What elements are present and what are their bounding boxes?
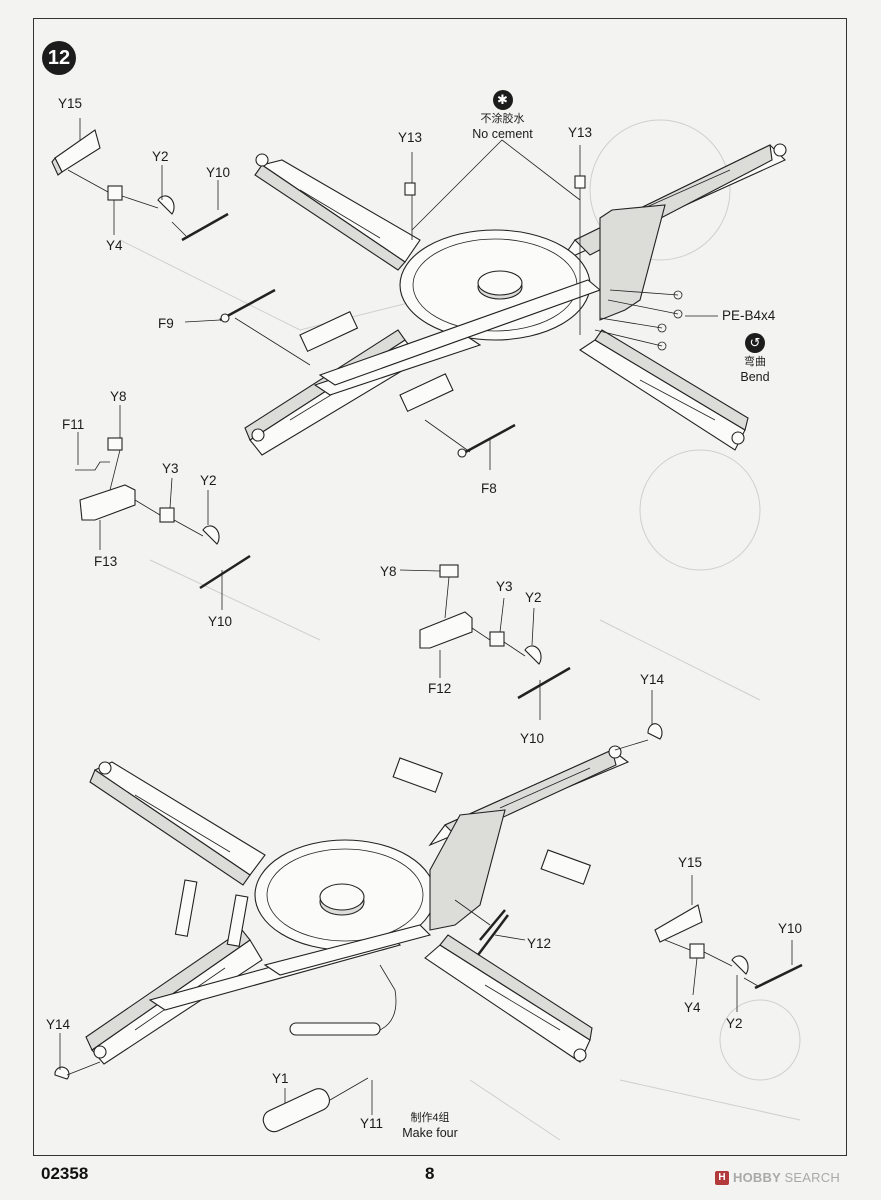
part-label-y2: Y2 xyxy=(726,1016,743,1031)
part-label-y10: Y10 xyxy=(520,731,545,746)
part-label-y2: Y2 xyxy=(200,473,217,488)
part-label-y15: Y15 xyxy=(58,96,83,111)
part-label-y12: Y12 xyxy=(527,936,552,951)
leader-lines-upper xyxy=(184,139,718,470)
make-four-en: Make four xyxy=(402,1125,458,1140)
part-label-y4: Y4 xyxy=(106,238,123,253)
no-cement-icon: ✱ xyxy=(492,90,513,110)
part-label-y14: Y14 xyxy=(640,672,665,687)
part-label-y10: Y10 xyxy=(208,614,233,629)
part-label-y13: Y13 xyxy=(568,125,593,140)
part-label-y10: Y10 xyxy=(778,921,803,936)
lower-base-assembly xyxy=(54,723,663,1080)
part-label-f12: F12 xyxy=(428,681,452,696)
part-label-y13: Y13 xyxy=(398,130,423,145)
bleed-through-ghost xyxy=(119,119,801,1141)
product-code: 02358 xyxy=(41,1164,89,1183)
parts-group-bottom-right xyxy=(654,875,803,1012)
parts-group-mid-left xyxy=(75,405,251,610)
bend-icon: ↺ xyxy=(745,333,765,353)
part-label-y10: Y10 xyxy=(206,165,231,180)
part-label-y2: Y2 xyxy=(525,590,542,605)
part-label-f8: F8 xyxy=(481,481,497,496)
bend-cn: 弯曲 xyxy=(744,356,766,368)
part-label-f9: F9 xyxy=(158,316,174,331)
part-label-y1: Y1 xyxy=(272,1071,289,1086)
watermark-text: HOBBY SEARCH xyxy=(733,1170,840,1185)
part-label-y11: Y11 xyxy=(360,1116,384,1131)
watermark-logo-icon: H xyxy=(715,1170,729,1185)
pe-clips xyxy=(657,290,683,351)
part-label-f13: F13 xyxy=(94,554,118,569)
watermark: H HOBBY SEARCH xyxy=(715,1170,840,1185)
page-number: 8 xyxy=(425,1164,435,1183)
make-four-note: 制作4组 Make four xyxy=(395,1112,465,1141)
parts-group-center xyxy=(399,564,571,720)
watermark-text-b: SEARCH xyxy=(784,1170,840,1185)
part-label-y8: Y8 xyxy=(380,564,397,579)
part-label-y2: Y2 xyxy=(152,149,169,164)
part-label-y3: Y3 xyxy=(162,461,179,476)
page-frame xyxy=(33,18,847,1156)
part-label-y15: Y15 xyxy=(678,855,703,870)
no-cement-en: No cement xyxy=(472,126,533,141)
no-cement-note: ✱ 不涂胶水 No cement xyxy=(460,90,545,142)
bend-note: ↺ 弯曲 Bend xyxy=(725,333,785,385)
part-label-y8: Y8 xyxy=(110,389,127,404)
bend-en: Bend xyxy=(740,369,770,384)
upper-base-assembly xyxy=(219,143,787,458)
part-label-pe-b4x4: PE-B4x4 xyxy=(722,308,776,323)
watermark-text-a: HOBBY xyxy=(733,1170,781,1185)
make-four-cn: 制作4组 xyxy=(410,1112,450,1124)
step-number-badge: 12 xyxy=(42,41,76,75)
part-label-y3: Y3 xyxy=(496,579,513,594)
leader-lines-lower xyxy=(59,690,653,1133)
part-label-f11: F11 xyxy=(62,417,85,432)
parts-group-top-left xyxy=(51,118,229,242)
no-cement-cn: 不涂胶水 xyxy=(480,113,525,125)
part-label-y14: Y14 xyxy=(46,1017,71,1032)
part-label-y4: Y4 xyxy=(684,1000,701,1015)
